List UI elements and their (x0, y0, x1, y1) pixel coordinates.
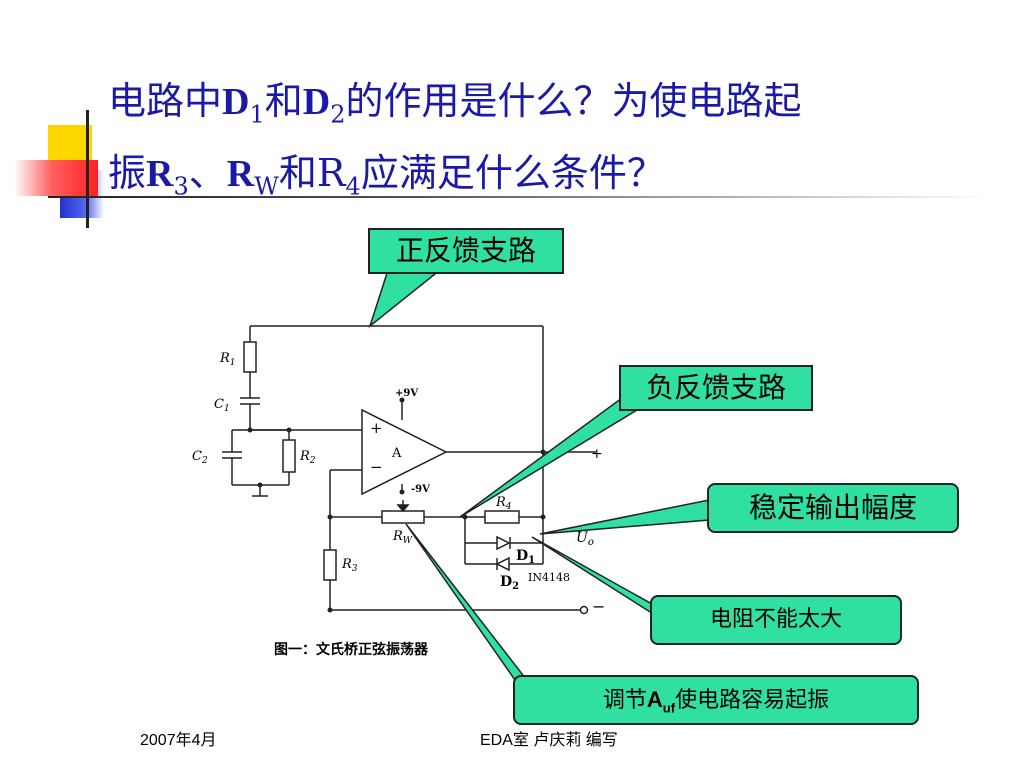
label-d2: D2 (500, 574, 519, 592)
callout-adjust-gain: 调节Auf使电路容易起振 (513, 675, 919, 725)
label-r2: R2 (299, 449, 316, 466)
title-r4-sub: 4 (345, 172, 361, 201)
title-d1-sub: 1 (249, 100, 265, 129)
circuit-caption: 图一：文氏桥正弦振荡器 (274, 641, 429, 658)
label-vneg: -9V (411, 484, 430, 495)
callout-adjust-sub: uf (662, 700, 676, 716)
label-r3: R3 (341, 557, 358, 574)
title-text: 、 (188, 150, 227, 195)
decor-horizontal-line (48, 196, 988, 198)
pointer-stabilize-output (539, 499, 710, 535)
title-text: 应满足什么条件？ (360, 150, 665, 195)
title-d2-sub: 2 (330, 100, 346, 129)
decor-vertical-line (86, 110, 89, 228)
title-d1: D (222, 81, 250, 123)
label-minus-input: − (370, 458, 383, 476)
title-text: 振 (108, 150, 147, 195)
title-r4: R (316, 150, 346, 195)
title-line-1: 电路中D1和D2的作用是什么？为使电路起 (108, 72, 988, 144)
page-title: 电路中D1和D2的作用是什么？为使电路起 振R3、RW和R4应满足什么条件？ (108, 72, 988, 215)
footer-author: EDA室 卢庆莉 编写 (480, 732, 618, 749)
callout-resistor-limit: 电阻不能太大 (650, 595, 902, 645)
footer-date: 2007年4月 (140, 732, 217, 749)
title-text: 和 (278, 150, 317, 195)
label-r1: R1 (219, 351, 236, 368)
label-c2: C2 (192, 449, 208, 466)
label-output-minus: − (592, 597, 605, 616)
pointer-negative-feedback (459, 394, 644, 518)
callout-positive-feedback: 正反馈支路 (368, 228, 564, 274)
title-d2: D (302, 81, 331, 123)
label-r4: R4 (495, 495, 512, 512)
title-rw: R (226, 152, 255, 195)
label-rw: RW (392, 529, 413, 546)
label-opamp: A (391, 446, 402, 461)
label-output-plus: + (591, 446, 603, 462)
title-r3-sub: 3 (173, 172, 189, 201)
title-r3: R (146, 152, 174, 195)
title-text: 电路中 (108, 79, 223, 123)
callout-adjust-text: 使电路容易起振 (675, 688, 830, 713)
label-d1: D1 (516, 548, 535, 566)
label-uo: Uo (576, 530, 594, 548)
callout-adjust-a: A (646, 687, 663, 712)
pointer-positive-feedback (368, 269, 443, 329)
label-c1: C1 (214, 397, 230, 414)
callout-negative-feedback: 负反馈支路 (619, 365, 813, 411)
label-vpos: +9V (395, 388, 418, 399)
callout-stabilize-output: 稳定输出幅度 (707, 483, 959, 533)
title-text: 的作用是什么？为使电路起 (345, 79, 802, 123)
label-diode-model: IN4148 (528, 571, 570, 584)
title-line-2: 振R3、RW和R4应满足什么条件？ (108, 144, 988, 216)
decor-red-bar (14, 160, 98, 196)
callout-adjust-text: 调节 (602, 688, 647, 713)
label-plus-input: + (370, 419, 383, 437)
title-rw-sub: W (254, 172, 279, 201)
title-text: 和 (264, 79, 303, 123)
